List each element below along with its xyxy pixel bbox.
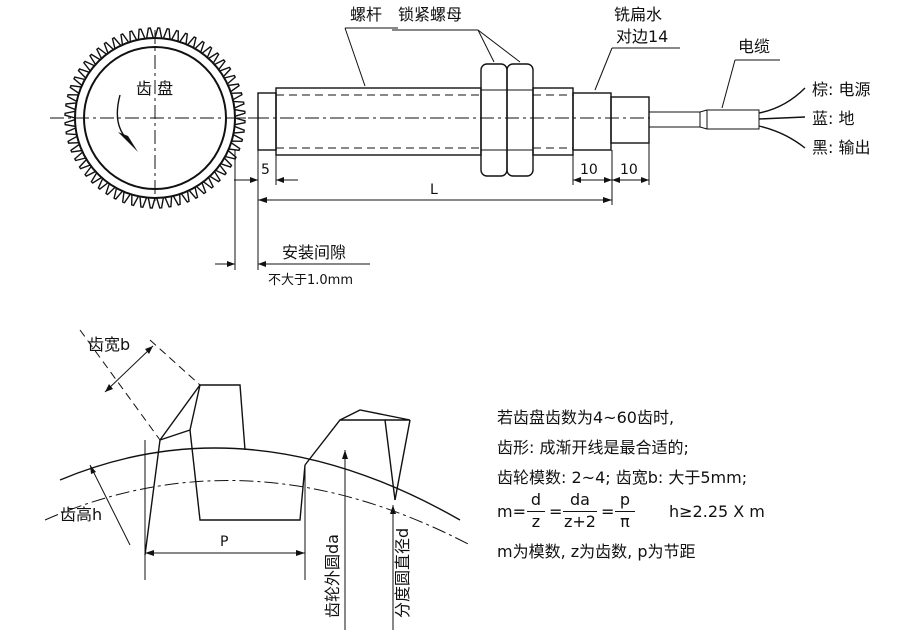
wire-brown [758,87,806,114]
outer-dia-label: 齿轮外圆da [323,534,342,618]
eq1: = [549,502,563,521]
install-gap-label: 安装间隙 [282,243,346,262]
h-condition: h≥2.25 X m [669,502,765,521]
note-line-1: 若齿盘齿数为4~60齿时, [497,408,675,427]
flat-milled-section [572,92,612,151]
lock-nut-2 [506,63,534,177]
cable: 棕: 电源 蓝: 地 黑: 输出 [648,80,870,157]
cable-braid-2 [706,109,760,130]
dim-L-label: L [430,182,438,198]
lock-nut-label: 锁紧螺母 [398,5,462,24]
frac3-num: p [619,490,631,509]
eq2: = [601,502,615,521]
leaders: 螺杆 锁紧螺母 铣扁水 对边14 电缆 [344,5,780,109]
pitch-label: P [220,534,228,550]
cable-braid-1 [648,111,701,128]
frac2-den: z+2 [564,512,596,531]
frac3-den: π [620,512,630,531]
sensor-tail [610,96,650,144]
frac1-num: d [530,490,542,509]
dim-10b-label: 10 [620,162,638,178]
frac2-num: da [570,490,590,509]
screw-rod-rear [532,87,574,156]
formula-row: m= d z = da z+2 = p π h≥2.25 X m [497,490,877,534]
gear-disc: 齿 盘 [50,27,262,209]
dimensions: 5 L 10 10 安装间隙 不大于1.0mm [215,143,650,288]
tooth-width-label: 齿宽b [88,335,130,354]
formula-m: m= [497,502,526,521]
flat-milled-label: 铣扁水 [614,5,662,24]
wire-black-label: 黑: 输出 [812,138,870,157]
screw-rod [275,87,482,156]
root-circle-arc [59,447,461,521]
frac1-den: z [531,512,541,531]
tooth-2 [304,419,396,501]
note-line-5: m为模数, z为齿数, p为节距 [497,542,696,561]
across-flats-label: 对边14 [616,27,668,46]
wire-blue [758,116,806,120]
pitch-dia-label: 分度圆直径d [393,528,412,618]
tooth-height-label: 齿高h [60,505,102,524]
tooth-detail: 齿宽b 齿高h P 齿轮外圆da 分度圆直径d [44,329,471,630]
dim-10a-label: 10 [580,162,598,178]
wire-black [758,125,806,149]
wire-blue-label: 蓝: 地 [812,109,854,128]
cable-label: 电缆 [738,37,770,56]
sensor-front-flange [257,92,277,151]
rotation-arrow-icon [118,132,138,152]
lock-nut-1 [480,63,508,177]
note-line-3: 齿轮模数: 2~4; 齿宽b: 大于5mm; [497,468,748,487]
gap-value-label: 不大于1.0mm [268,273,353,288]
sensor-body [230,63,650,177]
gear-disc-label: 齿 盘 [136,79,173,98]
screw-rod-label: 螺杆 [350,5,382,24]
note-line-2: 齿形: 成渐开线是最合适的; [497,438,689,457]
pitch-circle-arc [44,480,471,546]
wire-brown-label: 棕: 电源 [812,80,870,99]
dim-5-label: 5 [261,162,270,178]
